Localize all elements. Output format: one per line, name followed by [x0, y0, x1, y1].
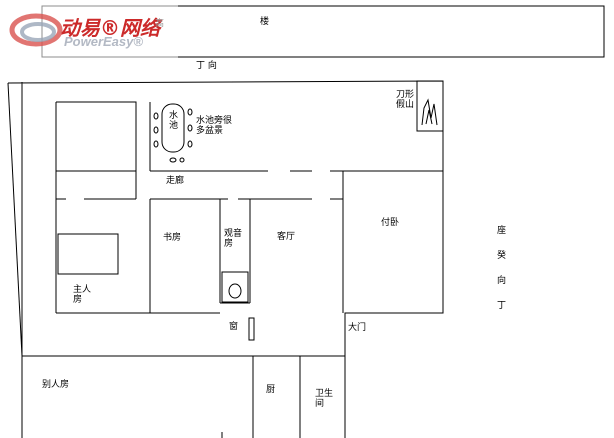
pool: [161, 103, 185, 153]
logo-watermark: 动易®网络 PowerEasy® 高: [0, 0, 178, 58]
label-other-room: 别人房: [42, 380, 70, 390]
label-kitchen: 厨: [266, 385, 276, 395]
label-pool: 水池: [167, 110, 177, 130]
label-pool-note: 水池旁很 多盆景: [196, 116, 233, 136]
label-main-door: 大门: [348, 323, 367, 333]
label-guanyin-room: 观音 房: [224, 229, 243, 249]
logo-en-text: PowerEasy®: [64, 34, 143, 49]
label-master-room: 主人 房: [73, 285, 92, 305]
logo-cn-text: 动易®网络: [60, 16, 160, 40]
altar: [221, 271, 249, 303]
label-toilet: 卫生 间: [315, 389, 334, 409]
window-frame: [248, 317, 255, 341]
logo-overlap-text: 高: [155, 19, 165, 29]
label-window: 窗: [229, 322, 239, 332]
outer-left-wall: [7, 82, 23, 357]
label-orientation: 座癸向丁: [495, 225, 505, 325]
label-fake-mountain: 刀形 假山: [396, 90, 415, 110]
bed: [57, 233, 119, 275]
label-study: 书房: [163, 233, 182, 243]
fake-mountain-box: [416, 80, 444, 132]
label-living-room: 客厅: [277, 232, 296, 242]
label-corridor: 走廊: [166, 176, 185, 186]
label-secondary-bedroom: 付卧: [381, 218, 400, 228]
logo-swirl-icon: [9, 13, 63, 47]
label-direction-top: 丁 向: [196, 61, 217, 71]
label-building: 楼: [260, 17, 270, 27]
